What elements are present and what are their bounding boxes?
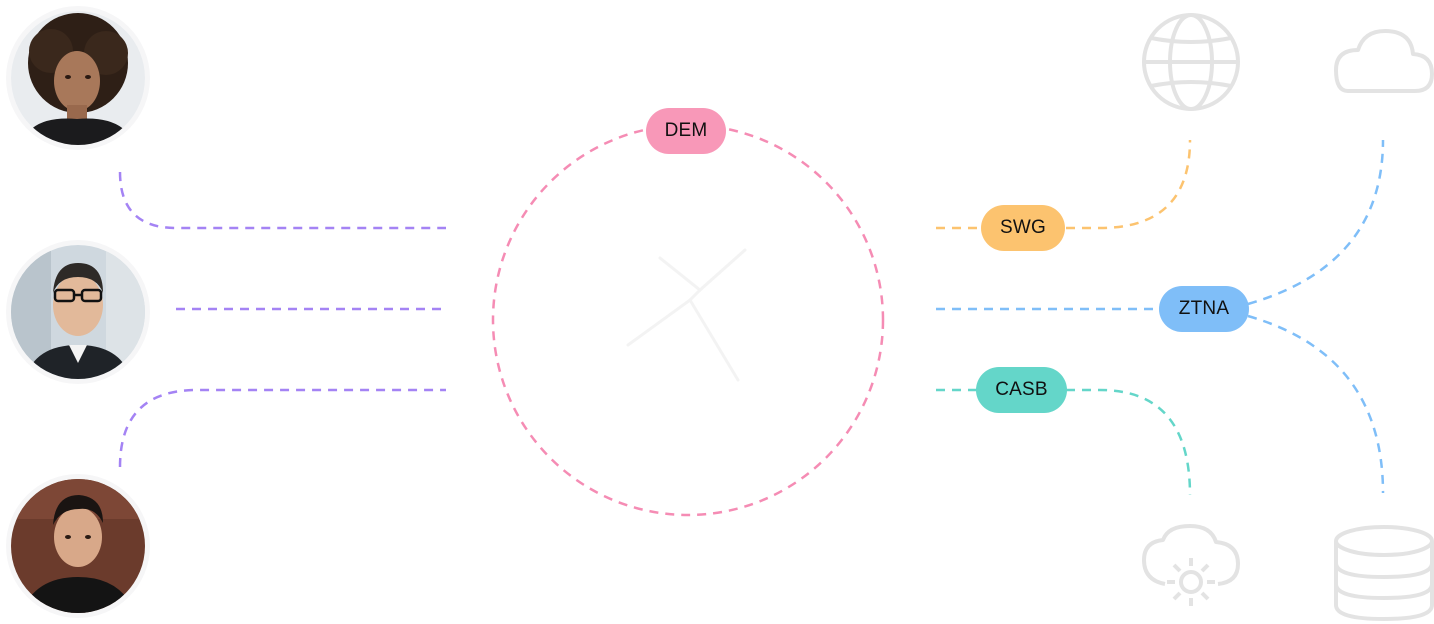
- user-avatar-3: [11, 479, 145, 613]
- swg-connector: [936, 139, 1192, 230]
- casb-connector: [936, 388, 1192, 496]
- database-icon: [1334, 525, 1434, 622]
- dem-circle: [491, 123, 885, 517]
- user-connectors: [118, 171, 446, 468]
- user-avatar-2: [11, 245, 145, 379]
- user-1-connector: [118, 171, 446, 230]
- ztna-label: ZTNA: [1159, 286, 1249, 332]
- dem-label: DEM: [646, 108, 726, 154]
- cloud-icon: [1334, 29, 1434, 93]
- cloud-gear-icon: [1142, 524, 1240, 606]
- user-avatar-1: [11, 11, 145, 145]
- ztna-connector: [936, 139, 1385, 494]
- swg-label: SWG: [981, 205, 1065, 251]
- center-logo-icon: [626, 248, 747, 382]
- casb-label: CASB: [976, 367, 1067, 413]
- user-3-connector: [118, 388, 446, 468]
- globe-icon: [1142, 13, 1240, 111]
